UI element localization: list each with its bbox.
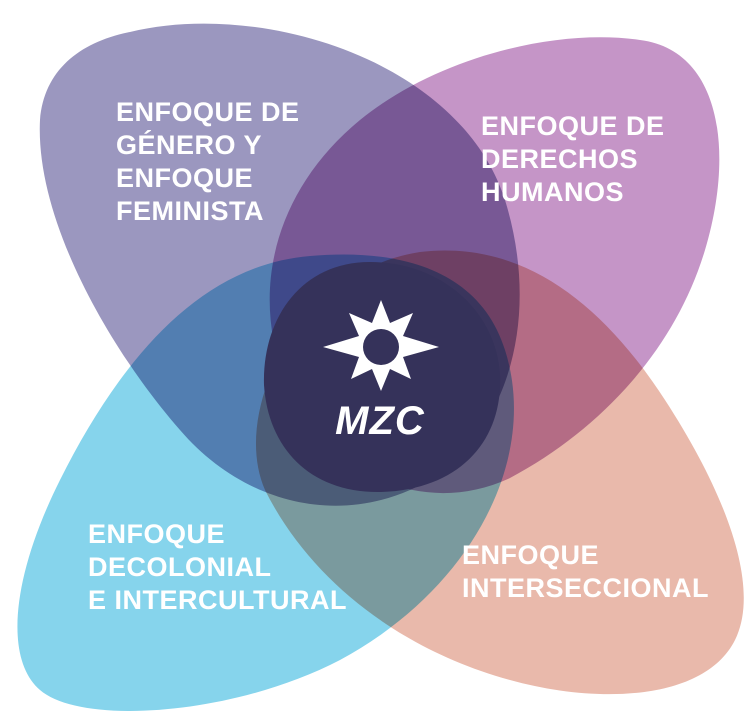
label-line: E INTERCULTURAL <box>88 585 347 615</box>
label-line: GÉNERO Y <box>116 130 263 160</box>
label-line: ENFOQUE <box>116 163 254 193</box>
label-line: ENFOQUE <box>462 540 600 570</box>
label-line: ENFOQUE <box>88 519 226 549</box>
label-line: FEMINISTA <box>116 196 264 226</box>
label-line: HUMANOS <box>481 177 624 207</box>
label-interseccional: ENFOQUE INTERSECCIONAL <box>462 539 709 605</box>
label-derechos-humanos: ENFOQUE DE DERECHOS HUMANOS <box>481 110 665 209</box>
logo-text: MZC <box>335 399 425 443</box>
label-genero-feminista: ENFOQUE DE GÉNERO Y ENFOQUE FEMINISTA <box>116 96 300 228</box>
label-line: DECOLONIAL <box>88 552 272 582</box>
label-decolonial-intercultural: ENFOQUE DECOLONIAL E INTERCULTURAL <box>88 518 347 617</box>
label-line: ENFOQUE DE <box>116 97 300 127</box>
sun-icon <box>323 300 439 391</box>
label-line: ENFOQUE DE <box>481 111 665 141</box>
label-line: DERECHOS <box>481 144 639 174</box>
label-line: INTERSECCIONAL <box>462 573 710 603</box>
